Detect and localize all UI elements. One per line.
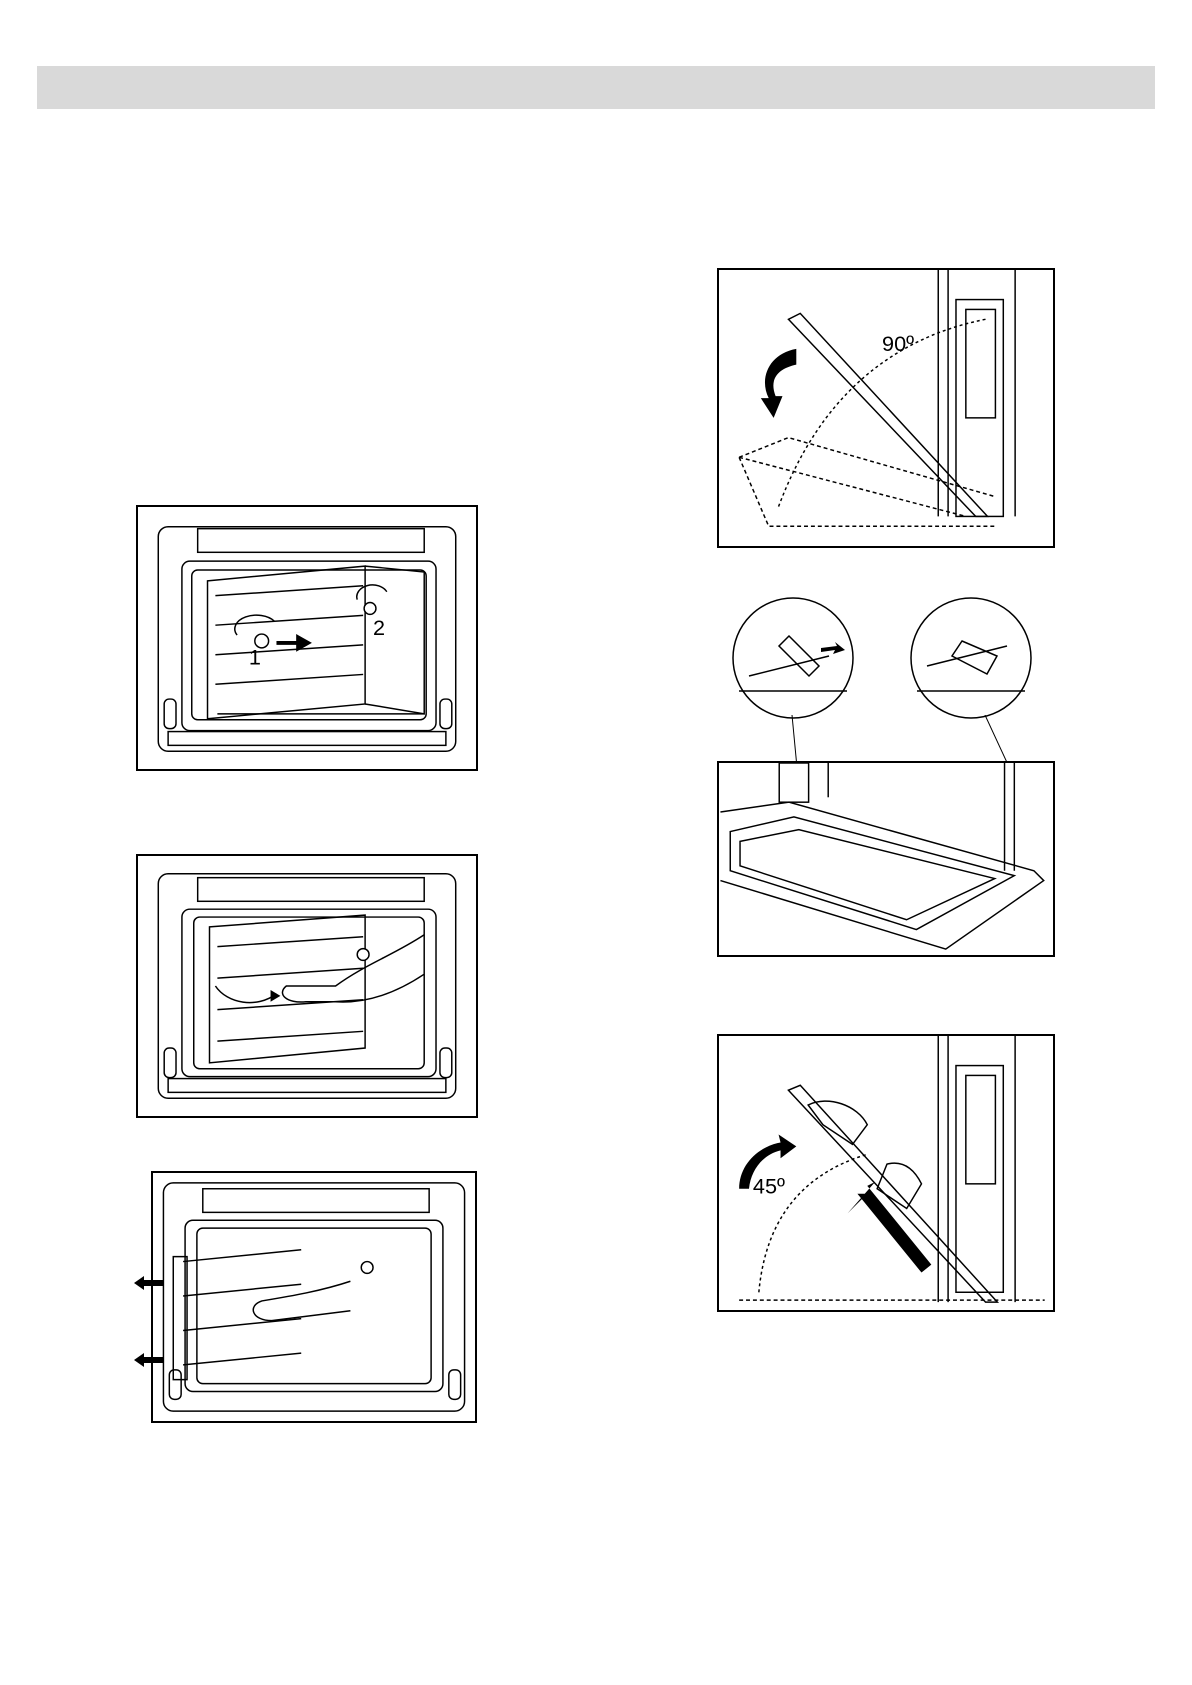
arrow-pull-left-upper — [134, 1276, 164, 1290]
rotate-down-arrow-icon — [761, 349, 796, 418]
figure-door-open: 90º — [717, 268, 1055, 548]
oven-hand-lift-drawing — [138, 856, 476, 1116]
label-step-1: 1 — [249, 645, 261, 670]
figure-rack-unscrew: 1 2 — [136, 505, 478, 771]
hinge-detail-left — [729, 596, 857, 720]
door-reinsert-45-drawing: 45º — [719, 1036, 1053, 1310]
arrow-pull-left-lower — [134, 1353, 164, 1367]
door-hinges-drawing — [719, 763, 1053, 955]
label-step-2: 2 — [373, 615, 385, 640]
angle-90-label: 90º — [882, 331, 914, 356]
oven-interior-drawing: 1 2 — [138, 507, 476, 769]
figure-door-hinges — [717, 761, 1055, 957]
door-open-90-drawing: 90º — [719, 270, 1053, 546]
figure-door-reinsert: 45º — [717, 1034, 1055, 1312]
angle-45-label: 45º — [753, 1174, 785, 1199]
section-header-bar — [37, 66, 1155, 109]
figure-rack-lift — [136, 854, 478, 1118]
hinge-detail-right — [907, 596, 1035, 720]
push-in-arrow-icon — [848, 1182, 932, 1273]
figure-rack-pull-out — [151, 1171, 477, 1423]
oven-rack-pull-drawing — [153, 1173, 475, 1421]
